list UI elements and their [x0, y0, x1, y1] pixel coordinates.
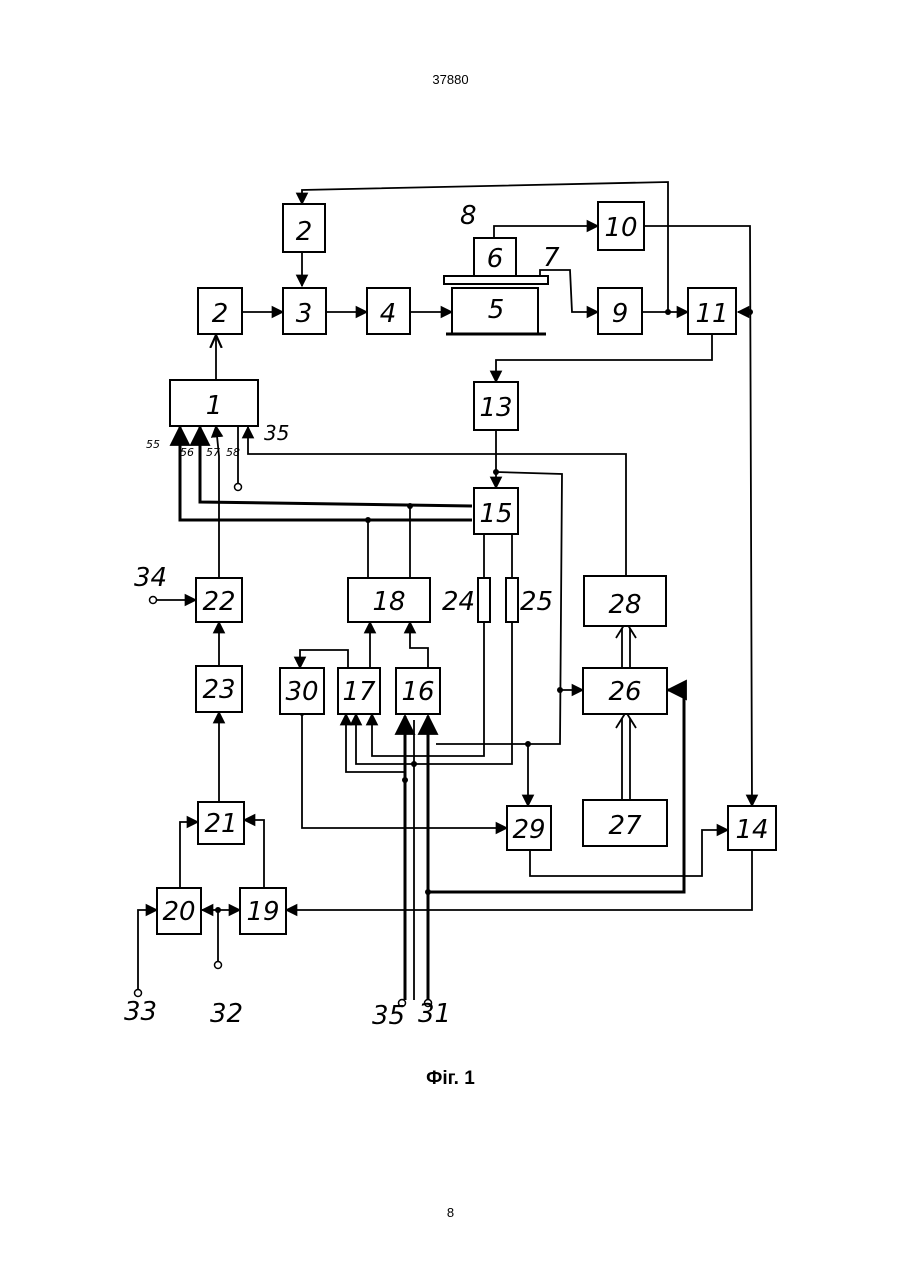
- block-11: 11: [688, 288, 736, 334]
- block-29: 29: [507, 806, 551, 850]
- label-24: 24: [442, 587, 475, 617]
- label-32: 32: [210, 999, 243, 1029]
- block-4: 4: [367, 288, 410, 334]
- block-23: 23: [196, 666, 242, 712]
- figure-caption: Фіг. 1: [0, 1068, 901, 1090]
- block-20-label: 20: [162, 897, 195, 927]
- block-5: 5: [444, 276, 548, 334]
- block-19: 19: [240, 888, 286, 934]
- block-22: 22: [196, 578, 242, 622]
- block-17-label: 17: [342, 677, 376, 707]
- block-10: 10: [598, 202, 644, 250]
- block-2-top: 2: [283, 204, 325, 252]
- block-3-label: 3: [296, 299, 313, 329]
- block-2: 2: [198, 288, 242, 334]
- block-18: 18: [348, 578, 430, 622]
- element-24: [478, 578, 490, 622]
- block-5-label: 5: [488, 295, 505, 325]
- block-2-label: 2: [212, 299, 229, 329]
- label-31: 31: [418, 999, 451, 1029]
- page-number: 8: [0, 1205, 901, 1220]
- block-26: 26: [583, 668, 667, 714]
- label-56: 56: [180, 446, 194, 459]
- block-10-label: 10: [604, 213, 637, 243]
- label-7: 7: [543, 243, 560, 273]
- label-35-top: 35: [264, 421, 289, 445]
- element-25: [506, 578, 518, 622]
- block-23-label: 23: [202, 675, 235, 705]
- block-2-top-label: 2: [296, 217, 313, 247]
- block-19-label: 19: [246, 897, 279, 927]
- block-29-label: 29: [512, 815, 545, 845]
- block-13-label: 13: [479, 393, 512, 423]
- block-30: 30: [280, 668, 324, 714]
- block-14-label: 14: [735, 815, 768, 845]
- label-34: 34: [134, 563, 167, 593]
- block-21: 21: [198, 802, 244, 844]
- block-16-label: 16: [401, 677, 434, 707]
- block-15: 15: [474, 488, 518, 534]
- block-13: 13: [474, 382, 518, 430]
- block-14: 14: [728, 806, 776, 850]
- label-55: 55: [146, 438, 160, 451]
- block-6: 6: [474, 238, 516, 276]
- block-9-label: 9: [612, 299, 629, 329]
- block-1: 1: [170, 380, 258, 426]
- block-28-label: 28: [608, 590, 641, 620]
- label-58: 58: [226, 446, 240, 459]
- block-20: 20: [157, 888, 201, 934]
- label-25: 25: [520, 587, 553, 617]
- block-27: 27: [583, 800, 667, 846]
- block-6-label: 6: [487, 244, 504, 274]
- block-11-label: 11: [695, 299, 728, 329]
- label-35-bottom: 35: [372, 1001, 405, 1031]
- block-30-label: 30: [285, 677, 318, 707]
- block-18-label: 18: [372, 587, 405, 617]
- block-4-label: 4: [380, 299, 397, 329]
- block-22-label: 22: [202, 587, 235, 617]
- label-8: 8: [460, 201, 477, 231]
- block-27-label: 27: [608, 811, 642, 841]
- block-9: 9: [598, 288, 642, 334]
- block-16: 16: [396, 668, 440, 714]
- block-28: 28: [584, 576, 666, 626]
- block-17: 17: [338, 668, 380, 714]
- block-15-label: 15: [479, 499, 512, 529]
- block-21-label: 21: [204, 809, 237, 839]
- label-33: 33: [124, 997, 157, 1027]
- block-26-label: 26: [608, 677, 641, 707]
- block-3: 3: [283, 288, 326, 334]
- block-1-label: 1: [206, 391, 223, 421]
- label-57: 57: [206, 446, 220, 459]
